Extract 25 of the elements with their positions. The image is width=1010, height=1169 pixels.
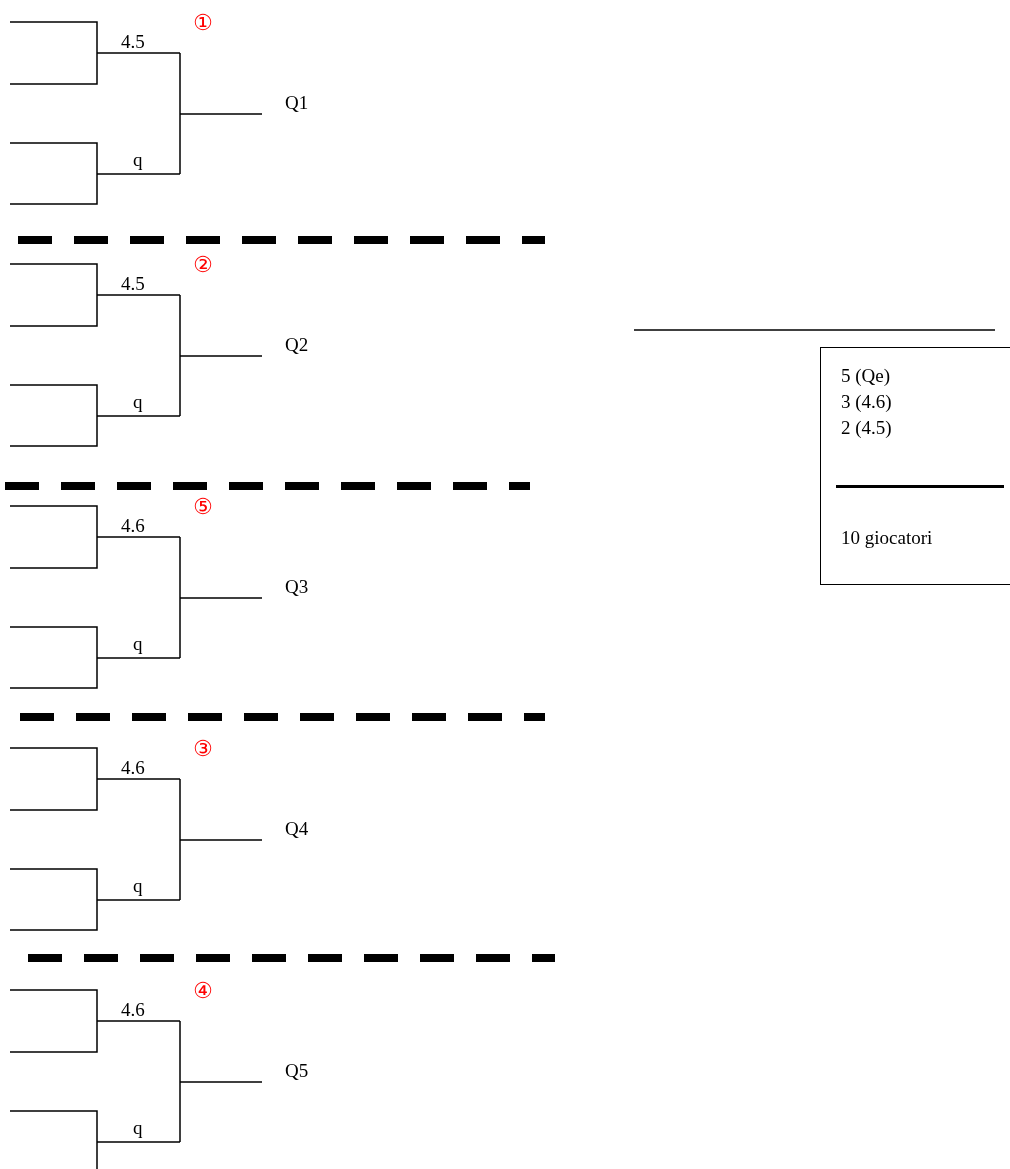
circled-number: ⑤: [193, 496, 213, 518]
match-label: q: [133, 392, 143, 411]
circled-number: ①: [193, 12, 213, 34]
match-label: 4.6: [121, 516, 145, 535]
match-label: q: [133, 150, 143, 169]
circled-number: ③: [193, 738, 213, 760]
count-text: 3 (4.6): [841, 392, 892, 411]
circled-number: ④: [193, 980, 213, 1002]
match-label: 4.5: [121, 274, 145, 293]
bracket-winner-label: Q5: [285, 1061, 309, 1080]
circled-number: ②: [193, 254, 213, 276]
bracket-winner-label: Q4: [285, 819, 309, 838]
match-label: q: [133, 634, 143, 653]
count-text: 2 (4.5): [841, 418, 892, 437]
bracket-winner-label: Q3: [285, 577, 309, 596]
match-label: 4.5: [121, 32, 145, 51]
info-box: [820, 347, 1010, 585]
bracket-winner-label: Q1: [285, 93, 309, 112]
match-label: 4.6: [121, 1000, 145, 1019]
total-text: 10 giocatori: [841, 528, 933, 547]
count-text: 5 (Qe): [841, 366, 891, 385]
match-label: q: [133, 876, 143, 895]
match-label: q: [133, 1118, 143, 1137]
match-label: 4.6: [121, 758, 145, 777]
bracket-winner-label: Q2: [285, 335, 309, 354]
